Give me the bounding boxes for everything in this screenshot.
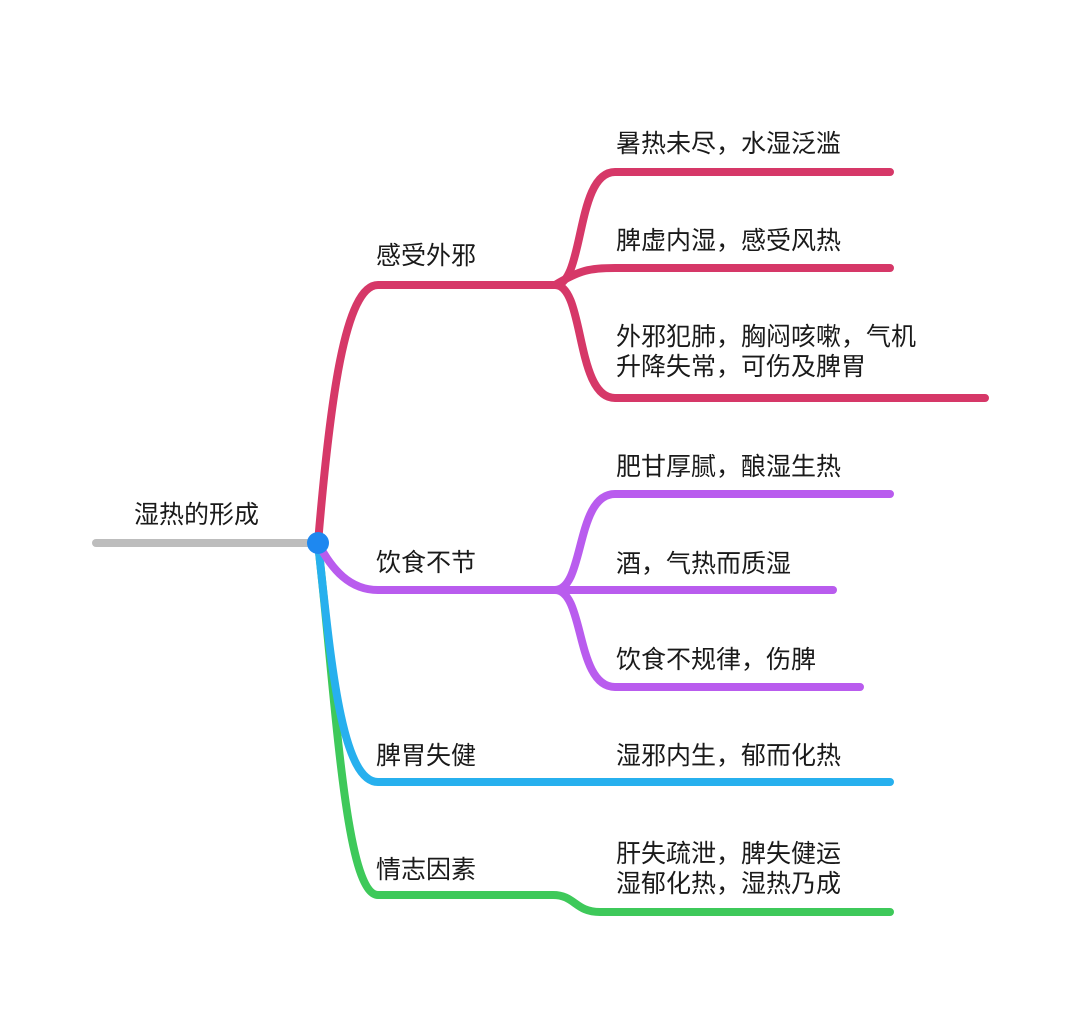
leaf-text-line: 肥甘厚腻，酿湿生热 bbox=[616, 452, 842, 481]
leaf-label: 脾虚内湿，感受风热 bbox=[616, 226, 841, 256]
leaf-text-line: 脾虚内湿，感受风热 bbox=[616, 226, 842, 255]
branch-label-qingzhi-yinsu: 情志因素 bbox=[376, 855, 477, 884]
leaf-text-line: 暑热未尽，水湿泛滥 bbox=[616, 129, 842, 158]
leaf-label: 饮食不规律，伤脾 bbox=[616, 645, 816, 675]
leaf-text-line: 湿郁化热，湿热乃成 bbox=[616, 869, 842, 898]
branch-label-piwei-shijian: 脾胃失健 bbox=[376, 741, 477, 770]
leaf-text-line: 饮食不规律，伤脾 bbox=[616, 645, 817, 674]
root-label: 湿热的形成 bbox=[134, 500, 260, 529]
leaf-label: 酒，气热而质湿 bbox=[616, 549, 791, 579]
leaf-connector bbox=[551, 264, 894, 289]
branch-connector-piwei-shijian bbox=[314, 539, 894, 786]
leaf-text-line: 酒，气热而质湿 bbox=[616, 549, 792, 578]
leaf-connector bbox=[551, 281, 989, 402]
leaf-connector bbox=[551, 586, 864, 691]
root-node-dot bbox=[307, 532, 329, 554]
leaf-label: 湿邪内生，郁而化热 bbox=[616, 741, 841, 771]
branch-label-ganshou-waixie: 感受外邪 bbox=[376, 241, 477, 270]
branch-label-yinshi-bujie: 饮食不节 bbox=[376, 548, 477, 577]
leaf-label: 外邪犯肺，胸闷咳嗽，气机 升降失常，可伤及脾胃 bbox=[616, 322, 916, 382]
leaf-label: 肥甘厚腻，酿湿生热 bbox=[616, 452, 841, 482]
leaf-text-line: 肝失疏泄，脾失健运 bbox=[616, 839, 842, 868]
branch-connector-ganshou-waixie bbox=[314, 281, 559, 547]
leaf-label: 暑热未尽，水湿泛滥 bbox=[616, 129, 841, 159]
leaf-text-line: 升降失常，可伤及脾胃 bbox=[616, 352, 867, 381]
leaf-text-line: 外邪犯肺，胸闷咳嗽，气机 bbox=[616, 322, 917, 351]
leaf-text-line: 湿邪内生，郁而化热 bbox=[616, 741, 842, 770]
leaf-label: 肝失疏泄，脾失健运 湿郁化热，湿热乃成 bbox=[616, 839, 841, 899]
leaf-connector bbox=[551, 490, 894, 594]
